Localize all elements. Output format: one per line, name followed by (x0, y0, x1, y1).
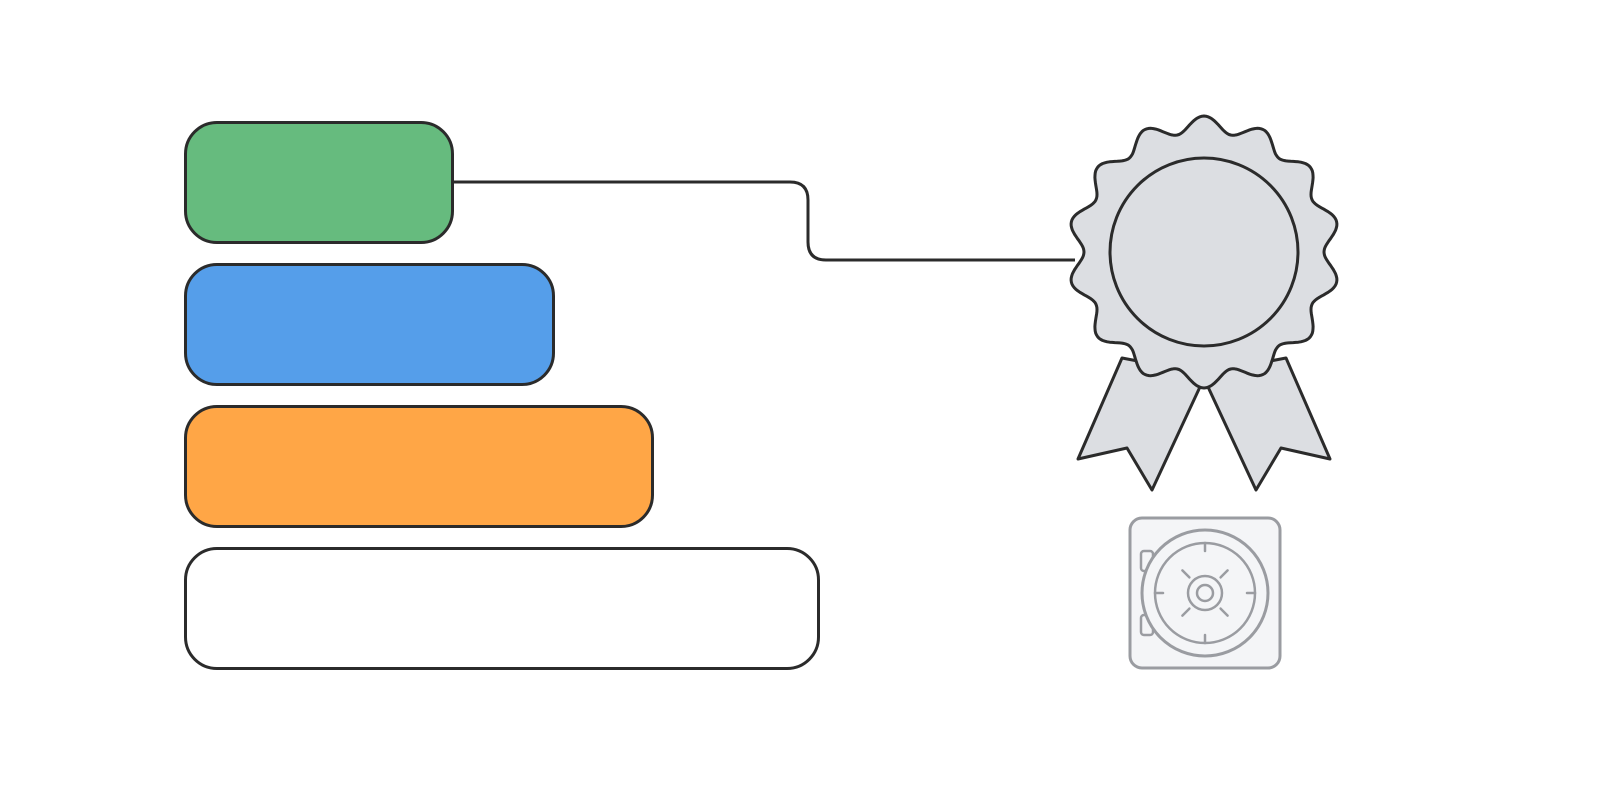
award-seal-center (1108, 156, 1300, 348)
vault-knob-outer (1186, 574, 1224, 612)
vault-tick (1181, 607, 1191, 617)
vault-tick (1181, 569, 1191, 579)
connector-line (454, 180, 1075, 262)
level-bar-4 (184, 547, 820, 670)
vault-door (1140, 528, 1270, 658)
vault-knob-inner (1195, 583, 1215, 603)
vault-safe-icon (1128, 516, 1282, 670)
level-bar-2 (184, 263, 555, 386)
vault-dial-ticks (1153, 541, 1257, 645)
level-bar-3 (184, 405, 654, 528)
level-bar-1 (184, 121, 454, 244)
award-ribbon-icon (1069, 114, 1339, 492)
vault-tick (1219, 607, 1229, 617)
vault-tick (1219, 569, 1229, 579)
